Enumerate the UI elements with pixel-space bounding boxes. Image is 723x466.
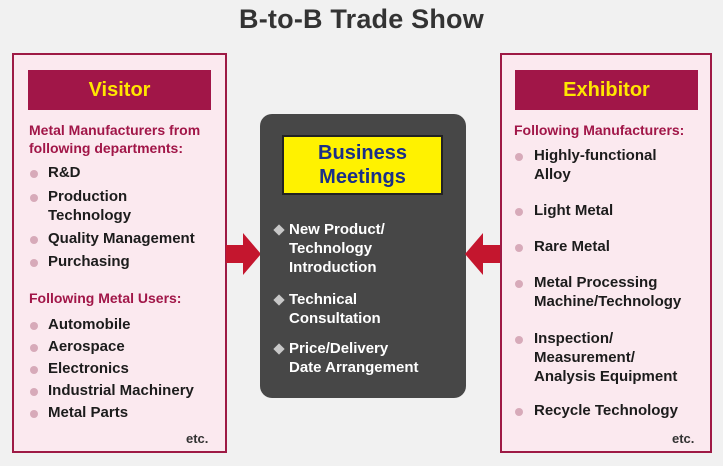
business-meetings-panel: Business Meetings New Product/ Technolog…	[260, 114, 466, 398]
visitor-section1-heading: Metal Manufacturers from following depar…	[29, 122, 201, 156]
list-item: R&D	[48, 164, 81, 181]
diamond-bullet-icon	[273, 224, 285, 236]
visitor-panel: Visitor Metal Manufacturers from followi…	[12, 53, 227, 453]
bullet-dot	[30, 194, 38, 202]
bullet-dot	[515, 408, 523, 416]
visitor-section2-heading: Following Metal Users:	[29, 290, 182, 306]
bullet-dot	[30, 170, 38, 178]
bullet-dot	[515, 153, 523, 161]
list-item: Inspection/ Measurement/ Analysis Equipm…	[534, 330, 678, 385]
bullet-dot	[30, 344, 38, 352]
visitor-header: Visitor	[28, 70, 211, 110]
list-item: Metal Parts	[48, 404, 129, 421]
bullet-dot	[30, 236, 38, 244]
page-title: B-to-B Trade Show	[239, 4, 484, 34]
exhibitor-header: Exhibitor	[515, 70, 698, 110]
bullet-dot	[30, 259, 38, 267]
bullet-dot	[30, 410, 38, 418]
list-item: Recycle Technology	[534, 402, 678, 419]
bullet-dot	[515, 336, 523, 344]
bullet-dot	[30, 322, 38, 330]
list-item: Rare Metal	[534, 238, 610, 255]
bullet-dot	[30, 366, 38, 374]
list-item: Automobile	[48, 316, 131, 333]
list-item: Quality Management	[48, 230, 195, 247]
business-meetings-header: Business Meetings	[282, 135, 443, 195]
bullet-dot	[515, 208, 523, 216]
bullet-dot	[515, 280, 523, 288]
list-item: Industrial Machinery	[48, 382, 194, 399]
left-arrow-icon	[465, 233, 500, 275]
visitor-etc: etc.	[186, 431, 209, 446]
exhibitor-etc: etc.	[672, 431, 695, 446]
center-list-item: Technical Consultation	[289, 291, 381, 327]
bullet-dot	[515, 244, 523, 252]
list-item: Purchasing	[48, 253, 130, 270]
center-list-item: Price/Delivery Date Arrangement	[289, 340, 419, 376]
list-item: Production Technology	[48, 188, 132, 224]
exhibitor-panel: Exhibitor Following Manufacturers: Highl…	[500, 53, 712, 453]
right-arrow-icon	[226, 233, 261, 275]
list-item: Highly-functional Alloy	[534, 147, 657, 183]
diamond-bullet-icon	[273, 294, 285, 306]
list-item: Metal Processing Machine/Technology	[534, 274, 682, 310]
list-item: Aerospace	[48, 338, 125, 355]
bullet-dot	[30, 388, 38, 396]
exhibitor-section-heading: Following Manufacturers:	[514, 122, 685, 138]
center-list-item: New Product/ Technology Introduction	[289, 221, 385, 276]
diamond-bullet-icon	[273, 343, 285, 355]
list-item: Light Metal	[534, 202, 614, 219]
list-item: Electronics	[48, 360, 129, 377]
